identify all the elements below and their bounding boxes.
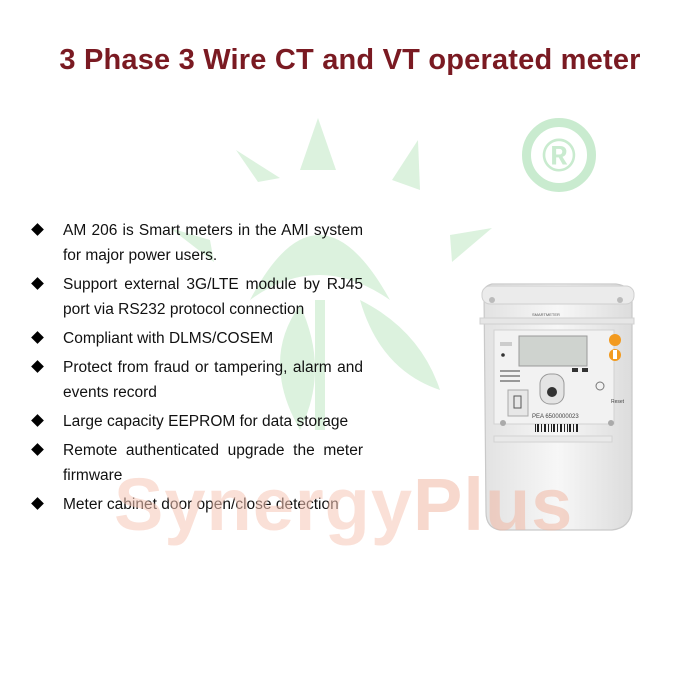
list-item: Compliant with DLMS/COSEM — [31, 326, 363, 351]
list-item: Support external 3G/LTE module by RJ45 p… — [31, 272, 363, 322]
meter-brand-label: SMARTMETER — [532, 312, 560, 317]
list-item: Large capacity EEPROM for data storage — [31, 409, 363, 434]
list-item: AM 206 is Smart meters in the AMI system… — [31, 218, 363, 268]
registered-mark: ® — [522, 118, 596, 192]
page-title: 3 Phase 3 Wire CT and VT operated meter — [59, 44, 641, 76]
list-item: Protect from fraud or tampering, alarm a… — [31, 355, 363, 405]
list-item: Remote authenticated upgrade the meter f… — [31, 438, 363, 488]
list-item: Meter cabinet door open/close detection — [31, 492, 363, 517]
watermark-text: SynergyPlus — [114, 463, 574, 546]
feature-list: AM 206 is Smart meters in the AMI system… — [31, 218, 363, 521]
meter-reset-label: Reset — [611, 399, 625, 405]
meter-serial-label: PEA 6500000023 — [532, 414, 579, 420]
